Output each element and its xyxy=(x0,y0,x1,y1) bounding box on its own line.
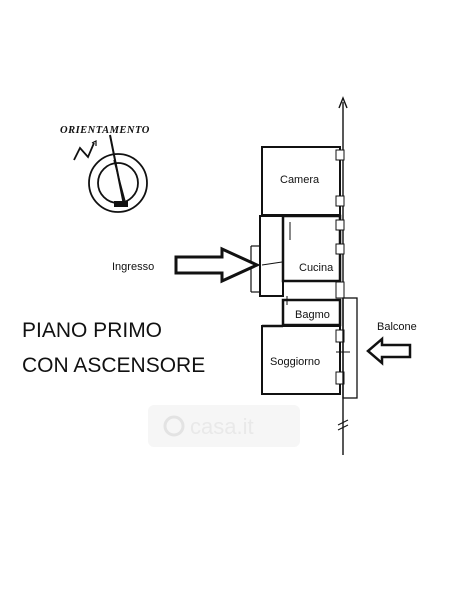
room-cucina-label: Cucina xyxy=(299,262,334,274)
title-line-2: CON ASCENSORE xyxy=(22,354,205,377)
casa-logo-icon xyxy=(163,415,185,437)
ingresso-arrow-icon xyxy=(174,246,261,284)
watermark-text: casa.it xyxy=(190,414,254,439)
balcone-label: Balcone xyxy=(377,321,417,333)
orientation-compass: ORIENTAMENTO xyxy=(60,125,150,213)
room-bagno: Bagmo xyxy=(281,281,345,327)
room-camera-label: Camera xyxy=(280,174,320,186)
room-bagno-label: Bagmo xyxy=(295,309,330,321)
room-ingresso xyxy=(250,215,284,297)
room-camera: Camera xyxy=(261,146,345,216)
ingresso-label: Ingresso xyxy=(112,261,154,273)
balcony xyxy=(342,297,358,399)
compass-north-icon xyxy=(73,134,148,213)
room-soggiorno-label: Soggiorno xyxy=(270,356,320,368)
room-cucina: Cucina xyxy=(281,214,345,283)
title-line-1: PIANO PRIMO xyxy=(22,319,162,342)
watermark: casa.it xyxy=(148,405,300,447)
balcone-arrow-icon xyxy=(366,336,412,366)
orientation-label: ORIENTAMENTO xyxy=(60,125,150,136)
room-soggiorno: Soggiorno xyxy=(261,324,350,395)
